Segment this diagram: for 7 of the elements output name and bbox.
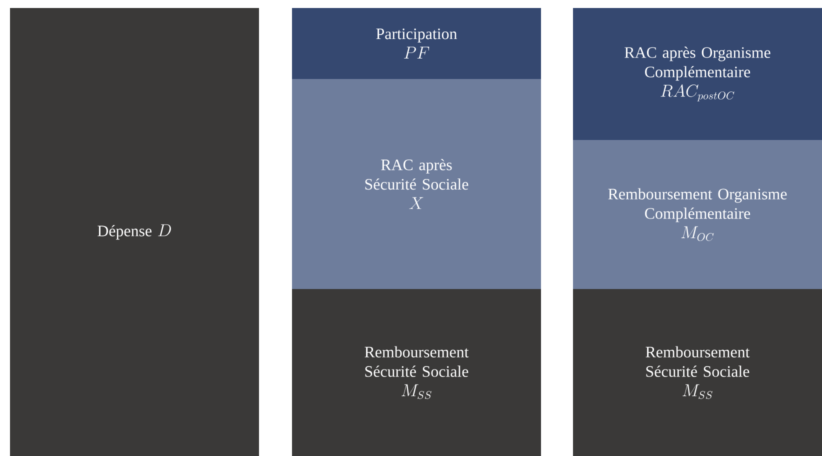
stacked-bar-segment: Remboursement Organisme Complémentaire $M_{OC}$ <box>573 140 822 289</box>
stacked-bar-segment: RAC après Sécurité Sociale $X$ <box>292 79 541 289</box>
stacked-bar-segment: Participation $PF$ <box>292 8 541 79</box>
stacked-bar-segment: RAC après Organisme Complémentaire $RAC_{postOC}$ <box>573 8 822 140</box>
stacked-bar-segment: Remboursement Sécurité Sociale $M_{SS}$ <box>292 289 541 456</box>
stacked-bar-segment: Remboursement Sécurité Sociale $M_{SS}$ <box>573 289 822 456</box>
stacked-bar-segment: Dépense $D$ <box>10 8 259 456</box>
